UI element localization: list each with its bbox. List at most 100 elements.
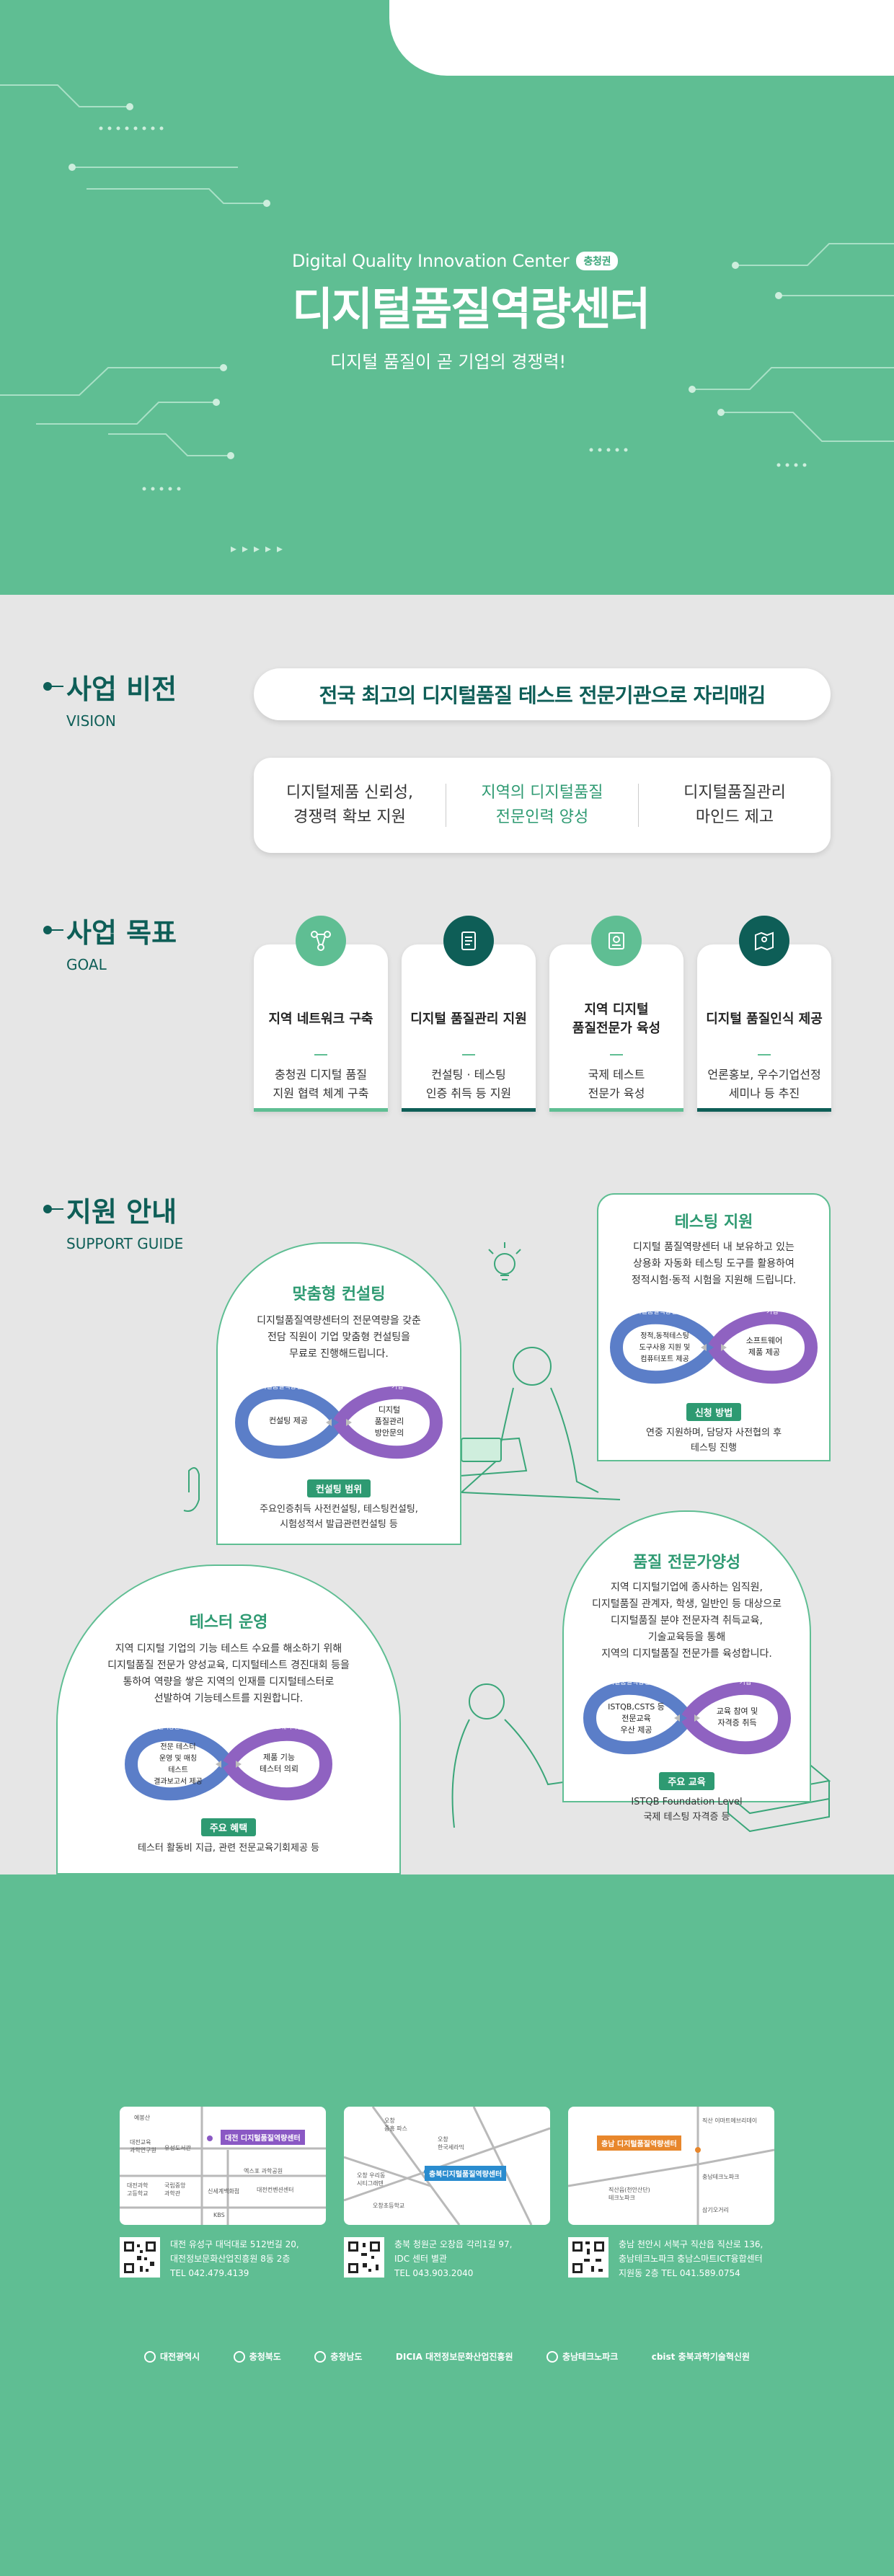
map-label: 신세계백화점 [208,2188,240,2195]
loop-left-label: 디지털품질역량센터 [629,1309,683,1316]
loop-left-label: 디지털품질역량센터 [255,1384,309,1391]
network-icon [296,916,346,966]
loop-right-text: 디지털 품질관리 방안문의 [374,1405,404,1438]
loop-right-text: 제품 기능 테스터 의뢰 [259,1753,299,1774]
tester-card: 테스터 운영 지역 디지털 기업의 기능 테스트 수요를 해소하기 위해 디지털… [56,1564,401,1875]
goal-card-title: 지역 디지털 품질전문가 육성 [572,1002,661,1036]
goal-heading-en: GOAL [66,956,107,973]
map-label: 대전컨벤션센터 [257,2187,294,2193]
testing-title: 테스팅 지원 [674,1213,753,1231]
logo-text: DICIA 대전정보문화산업진흥원 [395,2352,513,2362]
qr-code-icon[interactable] [344,2237,384,2278]
logo-text: 충남테크노파크 [562,2352,619,2362]
logo-dicia[interactable]: DICIA 대전정보문화산업진흥원 [396,2350,513,2363]
address-daejeon: 대전 유성구 대덕대로 512번길 20, 대전정보문화산업진흥원 8동 2층 … [170,2239,299,2278]
expert-card: 품질 전문가양성 지역 디지털기업에 종사하는 임직원, 디지털품질 관계자, … [562,1510,811,1823]
support-heading-en: SUPPORT GUIDE [66,1235,184,1252]
hero-banner: Digital Quality Innovation Center 충청권 디지… [0,0,894,595]
consulting-title: 맞춤형 컨설팅 [292,1285,386,1304]
logo-cbist[interactable]: cbist 충북과학기술혁신원 [652,2350,750,2363]
circuit-pattern-icon [0,84,894,552]
vision-item: 디지털품질관리 마인드 제고 [683,784,786,826]
consulting-card: 맞춤형 컨설팅 디지털품질역량센터의 전문역량을 갖춘 전담 직원이 기업 맞춤… [216,1242,461,1545]
divider [758,1054,771,1055]
vision-heading-ko: 사업 비전 [43,667,177,707]
map-label: KBS [213,2212,225,2218]
expert-title: 품질 전문가양성 [632,1554,741,1572]
hero-tagline: 디지털 품질이 곧 기업의 경쟁력! [330,352,567,372]
loop-right-label: 기업 [766,1309,779,1316]
emblem-icon [314,2350,327,2363]
map-daejeon[interactable]: 대전 디지털품질역량센터 예봉산 대전교육 과학연구원 유성도서관 대전과학 고… [120,2107,326,2225]
goal-heading-ko: 사업 목표 [43,911,177,950]
map-label: 오창 우리동 시티그래텐 [357,2172,386,2187]
card-accent-bar [254,1108,388,1112]
map-chungbuk[interactable]: 충북디지털품질역량센터 오창 중흥 파스 오창 한국세라믹 오창 우리동 시티그… [344,2107,550,2225]
tester-loop-diagram: 디지털품질역량센터(테스터) 기업(소프트웨어기업) 전문 테스터 운영 및 매… [124,1717,333,1811]
goal-card-desc: 충청권 디지털 품질 지원 협력 체계 구축 [273,1068,369,1100]
main-content: 사업 비전 VISION 전국 최고의 디지털품질 테스트 전문기관으로 자리매… [0,595,894,1875]
logo-text: 충청남도 [330,2352,363,2362]
qr-code-icon[interactable] [568,2237,608,2278]
tester-title: 테스터 운영 [189,1614,268,1632]
logo-ctp[interactable]: 충남테크노파크 [546,2350,618,2363]
loop-left-text: 정적,동적테스팅 도구사용 지원 및 컴퓨터포트 제공 [639,1332,691,1363]
partner-logos: 대전광역시 충청북도 충청남도 DICIA 대전정보문화산업진흥원 충남테크노파… [144,2350,750,2363]
vision-heading: 사업 비전 VISION [43,667,177,730]
loop-left-text: ISTQB,CSTS 등 전문교육 우산 제공 [608,1702,665,1735]
loop-right-text: 소프트웨어 제품 제공 [745,1336,783,1357]
footer: 대전 디지털품질역량센터 예봉산 대전교육 과학연구원 유성도서관 대전과학 고… [0,1875,894,2576]
consulting-badge: 컨설팅 범위 [306,1479,371,1497]
tester-desc: 지역 디지털 기업의 기능 테스트 수요를 해소하기 위해 디지털품질 전문가 … [107,1643,350,1704]
map-label: 엑스포 과학공원 [244,2168,283,2174]
map-label: 충남테크노파크 [702,2174,740,2180]
goal-card-quality: 디지털 품질관리 지원 컨설팅 · 테스팅 인증 취득 등 지원 [402,916,536,1112]
map-label: 오창 중흥 파스 [384,2117,407,2132]
qr-code-icon[interactable] [120,2237,160,2278]
map-label: 직산읍(천안산단) 테크노파크 [608,2187,650,2201]
loop-right-label: 기업(소프트웨어기업) [252,1724,305,1730]
map-label: 오창 한국세라믹 [438,2136,464,2151]
testing-loop-diagram: 디지털품질역량센터 기업 정적,동적테스팅 도구사용 지원 및 컴퓨터포트 제공… [609,1301,818,1394]
support-heading-ko: 지원 안내 [43,1190,183,1229]
hero-subtitle-text: Digital Quality Innovation Center [292,251,570,271]
testing-foot: 연중 지원하며, 담당자 사전협의 후 테스팅 진행 [645,1428,782,1453]
vision-items: 디지털제품 신뢰성, 경쟁력 확보 지원 지역의 디지털품질 전문인력 양성 디… [254,758,831,853]
map-label: 직산 이마트에브리데이 [702,2117,758,2124]
goal-card-desc: 컨설팅 · 테스팅 인증 취득 등 지원 [425,1068,512,1100]
vision-heading-en: VISION [66,712,116,730]
goal-card-desc: 국제 테스트 전문가 육성 [588,1068,645,1100]
logo-chungbuk[interactable]: 충청북도 [233,2350,281,2363]
hero-corner-notch [389,0,894,76]
divider [610,1054,623,1055]
map-chungnam[interactable]: 충남 디지털품질역량센터 직산 이마트에브리데이 충남테크노파크 직산읍(천안산… [568,2107,774,2225]
expert-desc: 지역 디지털기업에 종사하는 임직원, 디지털품질 관계자, 학생, 일반인 등… [592,1582,782,1660]
checklist-icon [443,916,494,966]
consulting-foot: 주요인증취득 사전컨설팅, 테스팅컨설팅, 시험성적서 발급관련컨설팅 등 [260,1504,418,1530]
address-chungnam: 충남 천안시 서북구 직산읍 직산로 136, 충남테크노파크 충남스마트ICT… [619,2239,764,2278]
goal-card-desc: 언론홍보, 우수기업선정 세미나 등 추진 [707,1068,821,1100]
consulting-loop-diagram: 디지털품질역량센터 기업 컨설팅 제공 디지털 품질관리 방안문의 [234,1376,443,1469]
divider [638,784,639,827]
logo-daejeon[interactable]: 대전광역시 [144,2350,200,2363]
map-label: 국립중앙 과학관 [164,2182,186,2197]
map-label: 유성도서관 [164,2145,191,2151]
loop-left-text: 컨설팅 제공 [268,1416,309,1425]
map-label: 대전교육 과학연구원 [130,2139,156,2154]
expert-foot: ISTQB Foundation Level 국제 테스팅 자격증 등 [631,1797,743,1823]
logo-text: 대전광역시 [160,2352,200,2362]
page-title: 디지털품질역량센터 [292,283,650,335]
goal-card-expert: 지역 디지털 품질전문가 육성 국제 테스트 전문가 육성 [549,916,683,1112]
loop-left-text: 전문 테스터 운영 및 매칭 테스트 결과보고서 제공 [154,1743,203,1786]
testing-desc: 디지털 품질역량센터 내 보유하고 있는 상용화 자동화 테스팅 도구를 활용하… [631,1241,797,1286]
testing-card: 테스팅 지원 디지털 품질역량센터 내 보유하고 있는 상용화 자동화 테스팅 … [597,1193,831,1461]
logo-chungnam[interactable]: 충청남도 [314,2350,362,2363]
location-tag: 충남 디지털품질역량센터 [597,2135,681,2151]
location-tag: 대전 디지털품질역량센터 [221,2130,305,2145]
map-label: 삼기오거리 [702,2207,729,2213]
goal-card-title: 디지털 품질관리 지원 [410,1012,527,1027]
loop-right-text: 교육 참여 및 자격증 취득 [716,1707,758,1727]
loop-left-label: 디지털품질역량센터(테스터) [137,1724,205,1730]
map-label: 예봉산 [134,2115,151,2121]
goal-heading: 사업 목표 GOAL [43,911,177,973]
